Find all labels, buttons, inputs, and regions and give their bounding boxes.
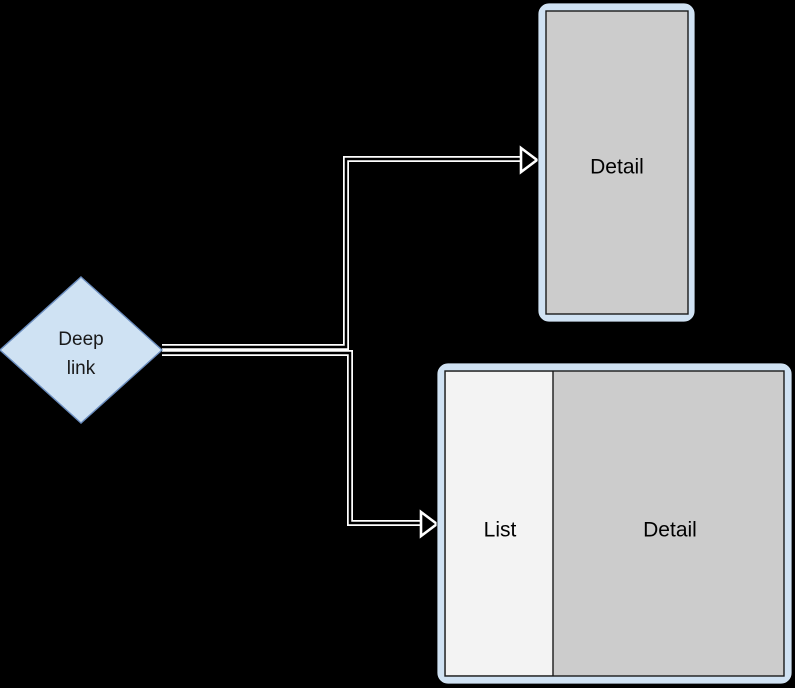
edge-deep-link-to-detail[interactable] (162, 145, 540, 350)
arrowhead-list-detail-icon (419, 509, 440, 539)
detail-phone-label: Detail (590, 156, 644, 179)
detail-phone-screen (545, 10, 689, 315)
node-detail-phone[interactable]: Detail (537, 2, 696, 323)
deep-link-label-line-1: Deep (58, 329, 103, 350)
list-pane-label: List (484, 519, 517, 542)
detail-pane-label: Detail (643, 519, 697, 542)
node-deep-link[interactable]: Deep link (0, 276, 164, 424)
node-list-detail-tablet[interactable]: List Detail (436, 362, 793, 685)
edge-deep-link-to-list-detail[interactable] (162, 350, 440, 539)
arrowhead-detail-icon (519, 145, 540, 175)
deep-link-diamond-shape (0, 276, 164, 424)
deep-link-label-line-2: link (67, 358, 96, 379)
connector-group (162, 145, 540, 539)
list-pane[interactable] (446, 372, 553, 675)
